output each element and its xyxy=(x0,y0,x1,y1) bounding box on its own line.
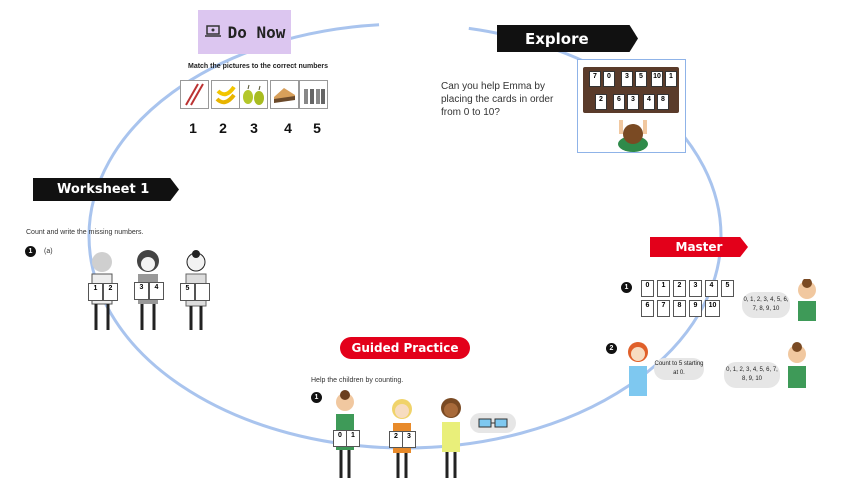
card: 3 xyxy=(621,71,633,87)
card: 3 xyxy=(627,94,639,110)
child-figure xyxy=(441,398,461,478)
laptop-icon xyxy=(204,23,222,42)
card: 6 xyxy=(613,94,625,110)
card: 4 xyxy=(643,94,655,110)
number-1: 1 xyxy=(189,120,197,136)
speech-bubble: 0, 1, 2, 3, 4, 5, 6, 7, 8, 9, 10 xyxy=(724,362,780,388)
do-now-box: Do Now xyxy=(198,10,291,54)
number-4: 4 xyxy=(284,120,292,136)
number-card: 0 xyxy=(333,430,347,447)
card: 10 xyxy=(651,71,663,87)
part-label: (a) xyxy=(44,248,53,255)
number-card: 5 xyxy=(180,283,195,301)
explore-question: Can you help Emma by placing the cards i… xyxy=(441,81,554,118)
number-card: 1 xyxy=(88,283,103,301)
card: 2 xyxy=(595,94,607,110)
master-banner: Master xyxy=(650,237,748,257)
worksheet-banner: Worksheet 1 xyxy=(33,178,179,201)
number-card: 0 xyxy=(641,280,654,297)
number-card: 8 xyxy=(673,300,686,317)
explore-illustration: 7 0 3 5 10 1 2 6 3 4 8 xyxy=(577,59,686,153)
question-number: 1 xyxy=(311,392,322,403)
number-3: 3 xyxy=(250,120,258,136)
number-card: 2 xyxy=(389,431,403,448)
number-card: 3 xyxy=(134,282,149,300)
number-card: 2 xyxy=(103,283,118,301)
number-card: 1 xyxy=(346,430,360,447)
worksheet-instruction: Count and write the missing numbers. xyxy=(26,229,144,236)
question-number: 2 xyxy=(606,343,617,354)
bottles-picture xyxy=(299,80,328,109)
question-number: 1 xyxy=(621,282,632,293)
glasses-bubble xyxy=(470,413,516,433)
question-number: 1 xyxy=(25,246,36,257)
number-card: 4 xyxy=(149,282,164,300)
speech-bubble: 0, 1, 2, 3, 4, 5, 6, 7, 8, 9, 10 xyxy=(742,292,790,318)
card: 1 xyxy=(665,71,677,87)
number-card: 3 xyxy=(402,431,416,448)
card: 0 xyxy=(603,71,615,87)
number-5: 5 xyxy=(313,120,321,136)
pears-picture xyxy=(239,80,268,109)
child-figure xyxy=(628,342,648,396)
guided-instruction: Help the children by counting. xyxy=(311,377,404,384)
child-figure xyxy=(788,342,806,388)
number-2: 2 xyxy=(219,120,227,136)
number-card: 3 xyxy=(689,280,702,297)
card: 5 xyxy=(635,71,647,87)
number-card: 6 xyxy=(641,300,654,317)
number-card: 4 xyxy=(705,280,718,297)
card: 8 xyxy=(657,94,669,110)
child-figure xyxy=(798,279,816,321)
table: 7 0 3 5 10 1 2 6 3 4 8 xyxy=(583,67,679,113)
explore-banner: Explore xyxy=(497,25,638,52)
sandwich-picture xyxy=(270,80,299,109)
number-card: 7 xyxy=(657,300,670,317)
number-card: 5 xyxy=(721,280,734,297)
card: 7 xyxy=(589,71,601,87)
do-now-instruction: Match the pictures to the correct number… xyxy=(187,63,329,70)
number-card: 2 xyxy=(673,280,686,297)
speech-bubble: Count to 5 starting at 0. xyxy=(654,358,704,380)
number-card: 1 xyxy=(657,280,670,297)
emma-figure xyxy=(618,120,648,152)
do-now-label: Do Now xyxy=(227,22,286,42)
bananas-picture xyxy=(211,80,240,109)
number-card xyxy=(195,283,210,301)
guided-practice-banner: Guided Practice xyxy=(340,337,470,359)
number-card: 9 xyxy=(689,300,702,317)
number-card: 10 xyxy=(705,300,720,317)
chopsticks-picture xyxy=(180,80,209,109)
